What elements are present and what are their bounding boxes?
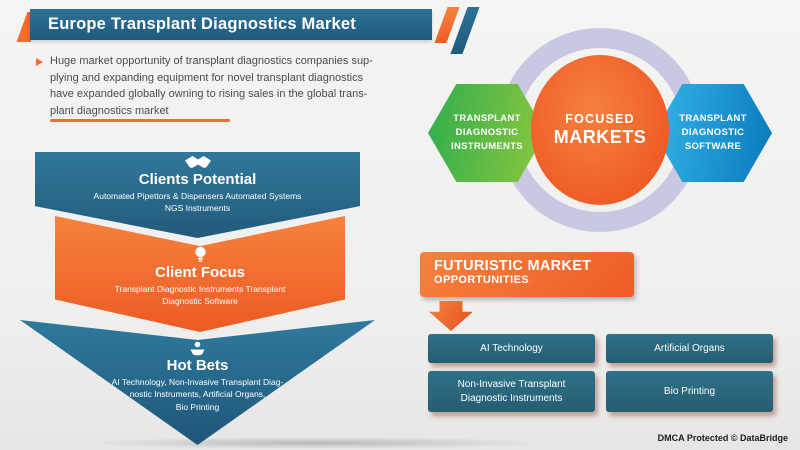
hexagon-instruments: TRANSPLANT DIAGNOSTIC INSTRUMENTS xyxy=(428,84,546,182)
focused-label: FOCUSED xyxy=(565,112,635,126)
markets-label: MARKETS xyxy=(553,127,647,147)
hand-coin-icon xyxy=(189,341,206,356)
funnel-level-title: Client Focus xyxy=(154,264,245,281)
funnel-level-title: Hot Bets xyxy=(166,357,229,374)
opportunity-non-invasive-instruments: Non-Invasive Transplant Diagnostic Instr… xyxy=(428,371,595,412)
futuristic-market-banner: FUTURISTIC MARKET OPPORTUNITIES xyxy=(420,252,634,297)
focused-markets-circle: FOCUSED MARKETS xyxy=(531,55,669,205)
funnel-level-details: Automated Pipettors & Dispensers Automat… xyxy=(93,191,302,214)
hexagon-software: TRANSPLANT DIAGNOSTIC SOFTWARE xyxy=(654,84,772,182)
funnel-level-details: AI Technology, Non-Invasive Transplant D… xyxy=(111,377,284,412)
bullet-arrow-icon xyxy=(36,58,43,66)
page-title-banner: Europe Transplant Diagnostics Market xyxy=(30,9,432,40)
orange-divider xyxy=(50,119,230,122)
opportunity-artificial-organs: Artificial Organs xyxy=(606,334,773,363)
funnel-level-hot-bets: Hot Bets AI Technology, Non-Invasive Tra… xyxy=(20,320,375,445)
intro-text: Huge market opportunity of transplant di… xyxy=(50,55,373,117)
lightbulb-icon xyxy=(194,246,207,263)
funnel-level-details: Transplant Diagnostic Instruments Transp… xyxy=(114,284,286,307)
futuristic-subtitle: OPPORTUNITIES xyxy=(434,274,530,286)
down-arrow-icon xyxy=(429,301,473,331)
opportunity-bio-printing: Bio Printing xyxy=(606,371,773,412)
dmca-notice: DMCA Protected © DataBridge xyxy=(657,433,788,443)
handshake-icon xyxy=(184,155,212,170)
funnel-ground-shadow xyxy=(80,437,550,449)
page-title: Europe Transplant Diagnostics Market xyxy=(48,15,356,33)
funnel-level-title: Clients Potential xyxy=(138,171,257,188)
opportunity-ai-technology: AI Technology xyxy=(428,334,595,363)
futuristic-title: FUTURISTIC MARKET xyxy=(434,258,592,274)
